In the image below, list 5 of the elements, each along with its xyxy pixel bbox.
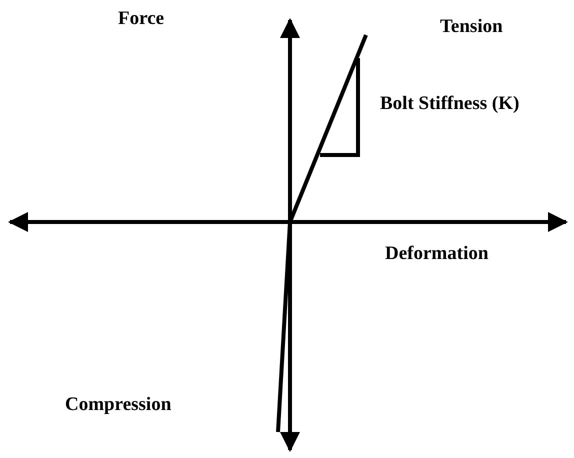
axis-label: Deformation: [385, 243, 488, 265]
stiffness-label: Bolt Stiffness (K): [380, 93, 520, 115]
region-label: Tension: [440, 16, 503, 38]
region-label: Compression: [65, 394, 172, 416]
axis-label: Force: [118, 8, 164, 30]
